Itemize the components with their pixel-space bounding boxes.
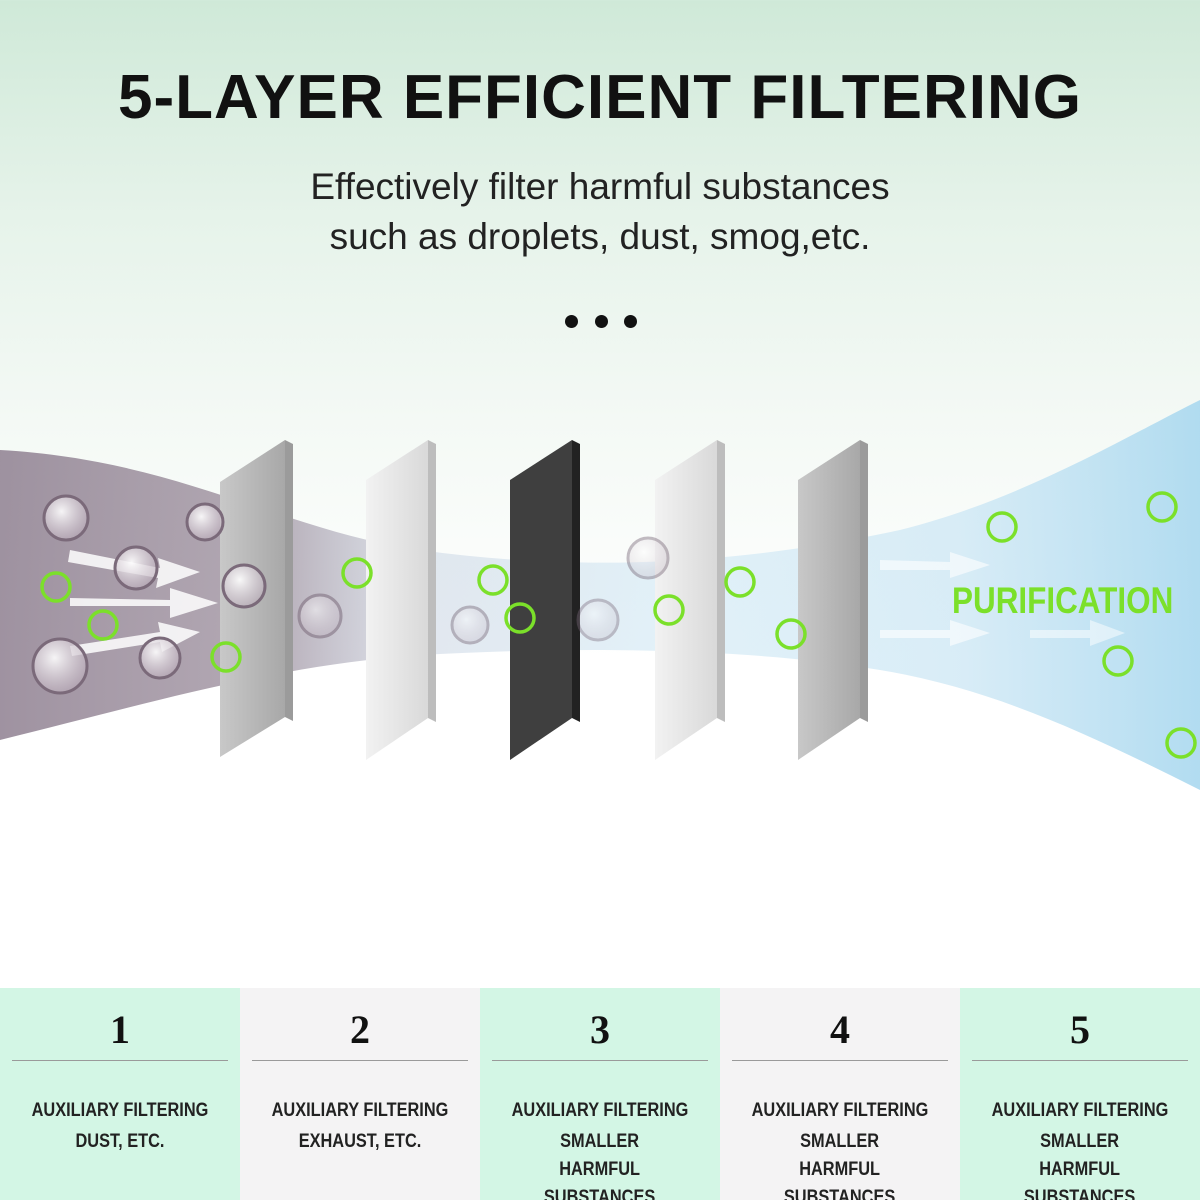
layer-cell-5: 5 AUXILIARY FILTERING SMALLER HARMFUL SU… — [960, 988, 1200, 1200]
layer-cell-2: 2 AUXILIARY FILTERING EXHAUST, ETC. — [240, 988, 480, 1200]
page-title: 5-LAYER EFFICIENT FILTERING — [118, 63, 1082, 132]
layer-table: 1 AUXILIARY FILTERING DUST, ETC. 2 AUXIL… — [0, 988, 1200, 1200]
layer-function: AUXILIARY FILTERING — [511, 1100, 689, 1121]
divider — [12, 1060, 228, 1061]
layer-target: SMALLER HARMFUL SUBSTANCES — [544, 1131, 656, 1200]
layer-function: AUXILIARY FILTERING — [991, 1100, 1169, 1121]
filtration-illustration — [0, 400, 1200, 790]
divider — [732, 1060, 948, 1061]
layer-function: AUXILIARY FILTERING — [271, 1100, 449, 1121]
layer-number: 1 — [110, 1007, 130, 1052]
filter-layer-4 — [655, 440, 725, 760]
filter-layer-3 — [510, 440, 580, 760]
purification-label: PURIFICATION — [952, 580, 1174, 621]
subtitle-line-1: Effectively filter harmful substances — [310, 166, 890, 207]
layer-function: AUXILIARY FILTERING — [31, 1100, 209, 1121]
divider — [252, 1060, 468, 1061]
page-subtitle: Effectively filter harmful substances su… — [0, 162, 1200, 262]
layer-cell-1: 1 AUXILIARY FILTERING DUST, ETC. — [0, 988, 240, 1200]
layer-target: SMALLER HARMFUL SUBSTANCES — [784, 1131, 896, 1200]
layer-function: AUXILIARY FILTERING — [751, 1100, 929, 1121]
layer-cell-3: 3 AUXILIARY FILTERING SMALLER HARMFUL SU… — [480, 988, 720, 1200]
subtitle-line-2: such as droplets, dust, smog,etc. — [329, 216, 871, 257]
layer-cell-4: 4 AUXILIARY FILTERING SMALLER HARMFUL SU… — [720, 988, 960, 1200]
layer-number: 4 — [830, 1007, 850, 1052]
dirty-particle-icon — [31, 494, 670, 695]
layer-number: 3 — [590, 1007, 610, 1052]
ellipsis-dots — [565, 315, 637, 329]
filter-layer-2 — [366, 440, 436, 760]
layer-target: SMALLER HARMFUL SUBSTANCES — [1024, 1131, 1136, 1200]
clean-particle-icon — [40, 491, 1197, 759]
divider — [492, 1060, 708, 1061]
layer-target: EXHAUST, ETC. — [298, 1131, 422, 1152]
divider — [972, 1060, 1188, 1061]
layer-number: 5 — [1070, 1007, 1090, 1052]
air-stream — [0, 400, 1200, 790]
filtration-scene: PURIFICATION — [0, 400, 1200, 820]
layer-target: DUST, ETC. — [75, 1131, 165, 1152]
arrow-icon — [68, 550, 1125, 656]
filter-layer-5 — [798, 440, 868, 760]
layer-number: 2 — [350, 1007, 370, 1052]
